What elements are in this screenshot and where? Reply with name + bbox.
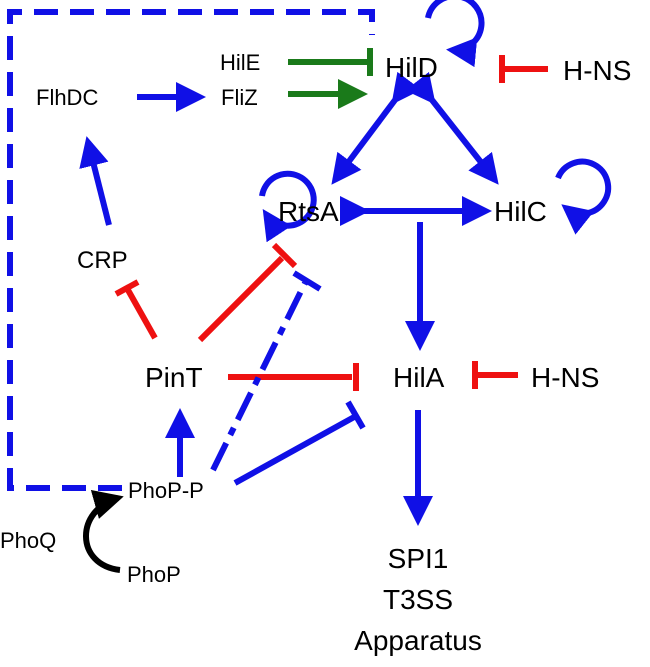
hns-top-label: H-NS: [563, 55, 631, 86]
hild-rtsa-edge: [331, 71, 422, 185]
hilc-self-activation-loop: [555, 158, 612, 235]
flhdc-label: FlhDC: [36, 85, 98, 110]
pint-repress-rtsa-bar: [271, 242, 298, 269]
hild-hilc-edge: [405, 71, 499, 185]
crp-label: CRP: [77, 247, 128, 274]
rtsa-self-activation-loop: [259, 170, 317, 243]
hile-label: HilE: [220, 50, 260, 75]
phop-repress-rtsa-bar: [292, 270, 322, 292]
apparatus-label: Apparatus: [354, 625, 482, 656]
crp-activate-flhdc-edge: [79, 136, 112, 226]
phop-repress-hila-edge: [233, 413, 358, 486]
hild-self-activation-loop: [425, 0, 485, 68]
pint-repress-crp-bar: [114, 279, 140, 297]
hild-label: HilD: [385, 52, 438, 83]
fliz-label: FliZ: [221, 85, 258, 110]
hila-label: HilA: [393, 362, 445, 393]
rtsa-label: RtsA: [278, 196, 339, 227]
t3ss-label: T3SS: [383, 584, 453, 615]
hns-mid-label: H-NS: [531, 362, 599, 393]
phoq-phosphorylation-arrow: [83, 490, 124, 573]
phop-to-hild-dashed-path: [7, 9, 375, 491]
pint-label: PinT: [145, 362, 203, 393]
phop-p-label: PhoP-P: [128, 478, 204, 503]
phop-label: PhoP: [127, 562, 181, 587]
spi1-label: SPI1: [388, 543, 449, 574]
pint-repress-crp-edge: [125, 288, 158, 340]
phop-repress-hila-bar: [345, 400, 366, 430]
hilc-label: HilC: [494, 196, 547, 227]
phop-repress-rtsa-edge: [210, 281, 308, 472]
phoq-label: PhoQ: [0, 528, 56, 553]
pint-repress-rtsa-edge: [197, 255, 285, 343]
